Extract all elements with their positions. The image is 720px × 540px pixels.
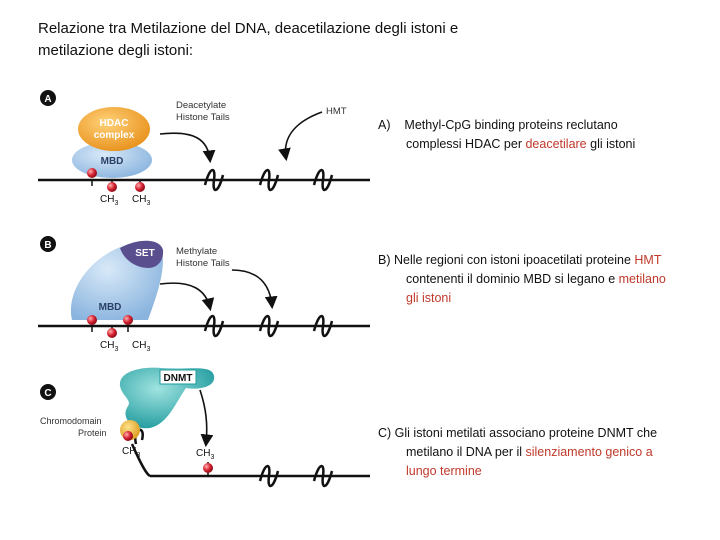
panel-c-chromo-label-1: Chromodomain (40, 416, 102, 426)
caption-c-line-1: C) Gli istoni metilati associano protein… (378, 426, 658, 440)
panel-c-ch3-2: CH3 (196, 448, 214, 461)
methylation-figure: A MBD HDAC complex CH3 CH3 Deacetylate H… (38, 90, 370, 488)
panel-a-methyl-groups (87, 168, 145, 192)
page-title: Relazione tra Metilazione del DNA, deace… (38, 18, 598, 62)
caption-c-line-2: metilano il DNA per il silenziamento gen… (378, 443, 708, 462)
panel-a: A MBD HDAC complex CH3 CH3 Deacetylate H… (38, 90, 370, 207)
panel-b-letter: B (44, 240, 51, 251)
panel-c-dna-tail (130, 443, 151, 478)
panel-b-ch3-1: CH3 (100, 340, 118, 353)
panel-c-methyl (203, 463, 213, 473)
panel-b-methyl-groups (87, 315, 133, 338)
panel-c-arrow (199, 389, 214, 448)
panel-a-arrow-label-2: Histone Tails (176, 112, 230, 123)
panel-b-arrow-left (159, 282, 215, 312)
caption-a-prefix: A) (378, 118, 391, 132)
title-line-1: Relazione tra Metilazione del DNA, deace… (38, 20, 459, 37)
panel-a-hdac (78, 107, 150, 151)
panel-a-letter: A (44, 94, 51, 105)
panel-a-arrow-label-1: Deacetylate (176, 100, 226, 111)
caption-c-text-2: metilano il DNA per il (406, 445, 526, 459)
panel-a-arrow-deacetylate (159, 132, 216, 164)
panel-a-badge (40, 90, 56, 106)
caption-a-text-1: Methyl-CpG binding proteins reclutano (404, 118, 618, 132)
panel-c-dnmt-tag (159, 369, 197, 385)
panel-a-hmt-label: HMT (326, 106, 347, 117)
panel-c-ch3-1: CH3 (122, 446, 140, 459)
caption-a-highlight: deacetilare (525, 137, 587, 151)
caption-b: B) Nelle regioni con istoni ipoacetilati… (378, 251, 708, 308)
caption-c-highlight: silenziamento genico a (525, 445, 653, 459)
panel-a-hdac-label-2: complex (94, 130, 135, 141)
caption-a-line-1: A) Methyl-CpG binding proteins reclutano (378, 116, 708, 135)
panel-a-arrow-hmt (278, 111, 323, 162)
panel-b-arrow-label-2: Histone Tails (176, 258, 230, 269)
panel-a-mbd-label: MBD (101, 156, 124, 167)
caption-a: A) Methyl-CpG binding proteins reclutano… (378, 116, 708, 154)
caption-c: C) Gli istoni metilati associano protein… (378, 424, 708, 481)
panel-b: B SET MBD CH3 CH3 Methylate Histone Tail… (38, 236, 370, 353)
caption-a-line-2: complessi HDAC per deacetilare gli iston… (378, 135, 708, 154)
panel-c-chromo-label-2: Protein (78, 428, 107, 438)
panel-a-ch3-1: CH3 (100, 194, 118, 207)
panel-b-arrow-label-1: Methylate (176, 246, 217, 257)
panel-b-set-label: SET (135, 248, 154, 259)
panel-b-arrow-right (231, 269, 278, 310)
caption-b-text-2: contenenti il dominio MBD si legano e (406, 272, 619, 286)
caption-b-line-1: B) Nelle regioni con istoni ipoacetilati… (378, 251, 708, 270)
panel-c-badge (40, 384, 56, 400)
panel-c-dnmt-label: DNMT (164, 373, 193, 384)
panel-c: C DNMT Chromodomain Protein CH3 CH3 (40, 367, 370, 488)
panel-c-nucleosomes (134, 428, 334, 488)
panel-b-nucleosomes (203, 314, 334, 338)
panel-a-hdac-label-1: HDAC (100, 118, 129, 129)
panel-a-nucleosomes (203, 168, 334, 192)
caption-b-line-3: gli istoni (406, 291, 452, 305)
caption-c-line-3: lungo termine (406, 464, 482, 478)
caption-b-highlight-2: metilano (618, 272, 666, 286)
panel-a-ch3-2: CH3 (132, 194, 150, 207)
caption-b-text-1: B) Nelle regioni con istoni ipoacetilati… (378, 253, 635, 267)
title-line-2: metilazione degli istoni: (38, 42, 194, 59)
panel-b-badge (40, 236, 56, 252)
caption-b-line-2: contenenti il dominio MBD si legano e me… (378, 270, 708, 289)
panel-c-letter: C (44, 388, 51, 399)
panel-b-mbd-label: MBD (99, 302, 122, 313)
caption-a-text-3: gli istoni (586, 137, 636, 151)
panel-b-set-domain (120, 240, 164, 268)
panel-c-chromodomain-methyl (123, 431, 133, 441)
caption-b-highlight-1: HMT (634, 253, 662, 267)
caption-a-text-2: complessi HDAC per (406, 137, 526, 151)
panel-b-ch3-2: CH3 (132, 340, 150, 353)
